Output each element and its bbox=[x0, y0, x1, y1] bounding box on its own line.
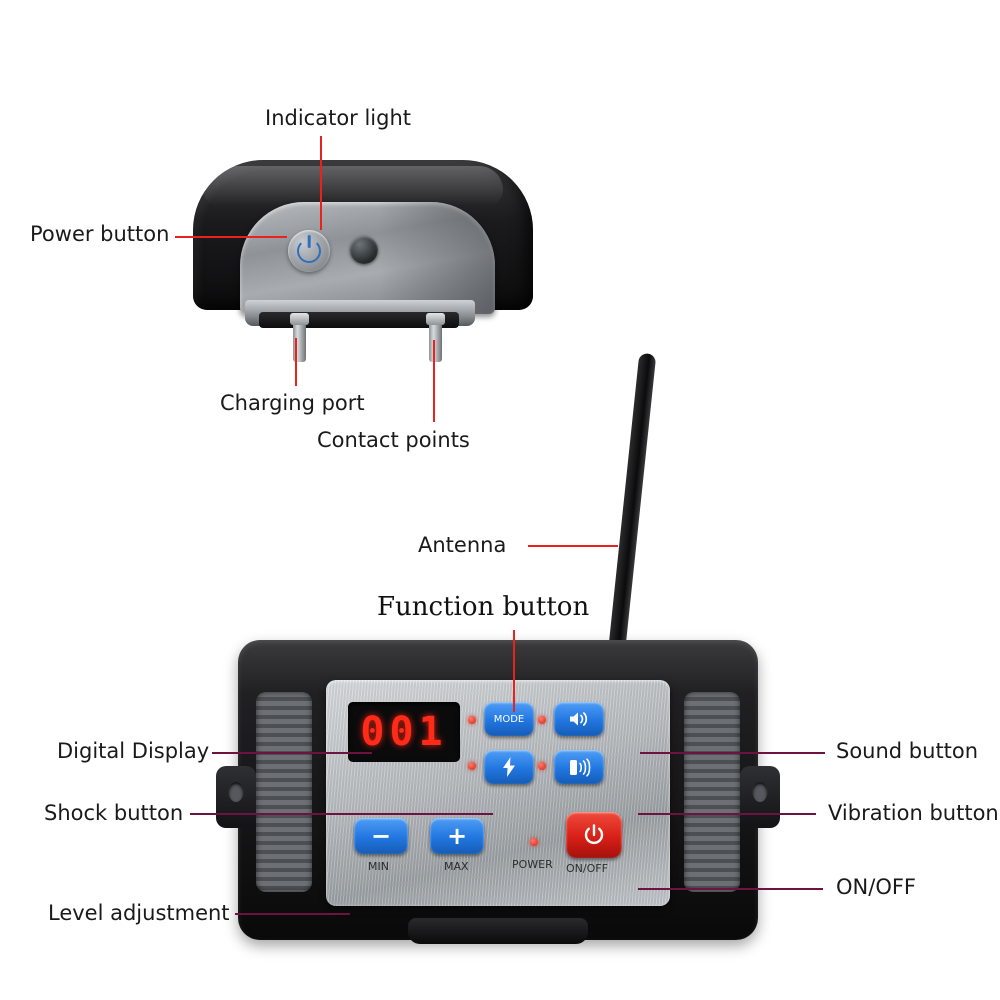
lanyard-hole-right bbox=[752, 782, 768, 802]
leader-charging-port bbox=[295, 338, 297, 386]
leader-vibration-button bbox=[638, 813, 816, 815]
speaker-icon bbox=[568, 710, 590, 728]
collar-charging-port bbox=[259, 312, 459, 328]
collar-faceplate bbox=[240, 202, 495, 314]
remote-shell: 001 MODE bbox=[216, 640, 780, 940]
label-on-off: ON/OFF bbox=[836, 875, 917, 899]
leader-indicator-light bbox=[320, 136, 322, 230]
led-indicator-sound bbox=[538, 716, 546, 724]
display-value: 001 bbox=[360, 709, 448, 755]
remote-transmitter: 001 MODE bbox=[216, 352, 780, 960]
max-caption: MAX bbox=[444, 860, 469, 873]
lanyard-hole-left bbox=[228, 782, 244, 802]
power-icon bbox=[582, 823, 606, 847]
label-sound-button: Sound button bbox=[836, 739, 979, 763]
led-indicator-mode bbox=[468, 716, 476, 724]
digital-display: 001 bbox=[348, 702, 460, 762]
leader-level-adjustment bbox=[235, 913, 350, 915]
label-charging-port: Charging port bbox=[220, 391, 365, 415]
shock-button[interactable] bbox=[484, 750, 534, 784]
label-digital-display: Digital Display bbox=[57, 739, 210, 763]
vibration-icon bbox=[567, 757, 591, 777]
label-indicator-light: Indicator light bbox=[265, 106, 412, 130]
power-icon bbox=[297, 239, 321, 263]
level-down-button[interactable]: − bbox=[354, 818, 408, 854]
power-caption: POWER bbox=[512, 858, 553, 871]
leader-on-off bbox=[638, 888, 823, 890]
leader-sound-button bbox=[640, 752, 825, 754]
led-indicator-shock bbox=[468, 762, 476, 770]
min-caption: MIN bbox=[368, 860, 389, 873]
power-led bbox=[530, 838, 538, 846]
label-power-button: Power button bbox=[30, 222, 170, 246]
label-shock-button: Shock button bbox=[44, 801, 184, 825]
onoff-caption: ON/OFF bbox=[566, 862, 608, 875]
leader-digital-display bbox=[212, 752, 372, 754]
indicator-light bbox=[350, 236, 378, 264]
antenna bbox=[608, 352, 657, 653]
control-panel: 001 MODE bbox=[326, 680, 670, 906]
collar-receiver bbox=[193, 160, 533, 362]
minus-icon: − bbox=[370, 822, 392, 850]
mode-button[interactable]: MODE bbox=[484, 702, 534, 736]
leader-contact-points bbox=[433, 340, 435, 422]
remote-bottom-bumper bbox=[408, 918, 588, 944]
vibration-button[interactable] bbox=[554, 750, 604, 784]
level-up-button[interactable]: + bbox=[430, 818, 484, 854]
led-indicator-vibration bbox=[538, 762, 546, 770]
contact-point-right bbox=[426, 313, 445, 362]
lightning-bolt-icon bbox=[502, 757, 516, 777]
leader-antenna bbox=[528, 545, 618, 547]
on-off-button[interactable] bbox=[566, 812, 622, 858]
grip-right bbox=[684, 692, 740, 892]
grip-left bbox=[256, 692, 312, 892]
lanyard-ear-right bbox=[740, 766, 780, 828]
leader-power-button bbox=[175, 236, 287, 238]
leader-shock-button bbox=[190, 813, 493, 815]
mode-button-label: MODE bbox=[493, 713, 525, 725]
collar-power-button[interactable] bbox=[288, 230, 330, 272]
label-vibration-button: Vibration button bbox=[828, 801, 999, 825]
plus-icon: + bbox=[446, 822, 468, 850]
label-contact-points: Contact points bbox=[317, 428, 470, 452]
label-level-adjustment: Level adjustment bbox=[48, 901, 230, 925]
lanyard-ear-left bbox=[216, 766, 256, 828]
leader-function-button bbox=[513, 630, 515, 712]
label-function-button: Function button bbox=[377, 592, 590, 622]
faceplate-shading bbox=[377, 202, 495, 314]
label-antenna: Antenna bbox=[418, 533, 507, 557]
sound-button[interactable] bbox=[554, 702, 604, 736]
